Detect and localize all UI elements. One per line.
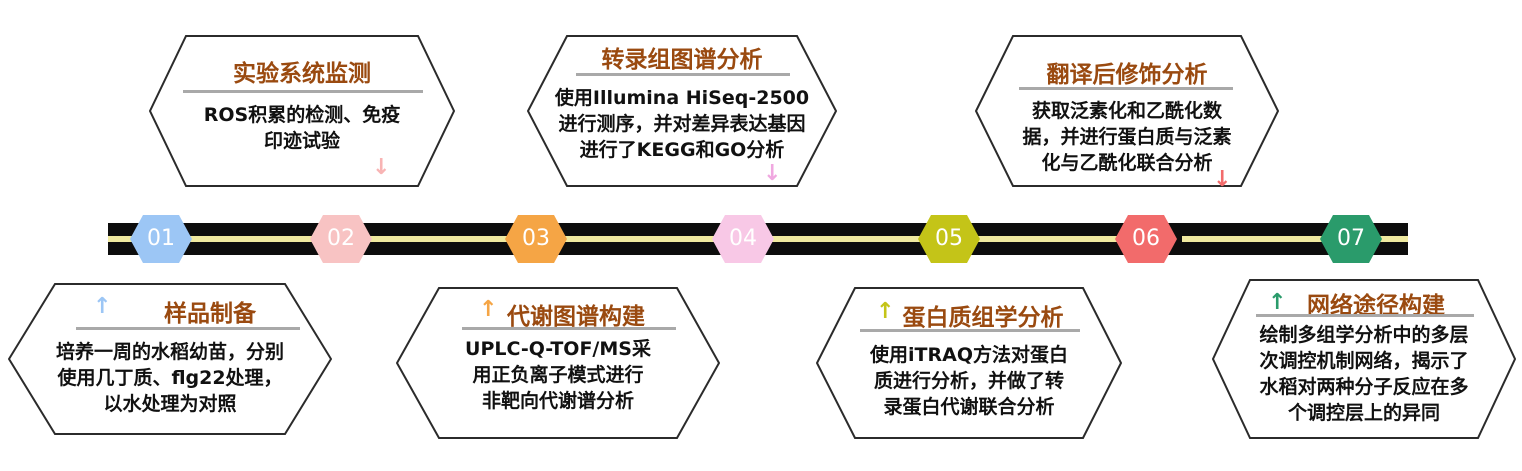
step-title: 样品制备 [164,301,256,327]
step-title: 代谢图谱构建 [507,304,645,330]
title-separator [860,329,1080,332]
step-node-04: 04 [711,214,775,264]
desc-line: 据，并进行蛋白质与泛素 [1022,126,1232,148]
arrow-down-icon: ↓ [372,155,391,180]
desc-line: 录蛋白代谢联合分析 [883,396,1055,418]
hexagon-shape [505,215,567,263]
step-description: 培养一周的水稻幼苗，分别 使用几丁质、flg22处理， 以水处理为对照 [38,339,302,417]
title-separator [1256,314,1474,317]
hexagon-shape [310,215,372,263]
desc-line: 使用几丁质、flg22处理， [57,367,283,389]
step-number: 04 [729,226,757,251]
desc-line: UPLC-Q-TOF/MS采 [465,338,651,360]
step-number: 01 [147,226,175,251]
hexagon-shape [1320,215,1382,263]
step-box-01: ↑ 样品制备 培养一周的水稻幼苗，分别 使用几丁质、flg22处理， 以水处理为… [8,283,332,435]
step-description: UPLC-Q-TOF/MS采 用正负离子模式进行 非靶向代谢谱分析 [438,336,678,414]
desc-line: 以水处理为对照 [103,393,237,415]
arrow-up-icon: ↑ [876,299,895,324]
desc-line: 水稻对两种分子反应在多 [1259,376,1469,398]
step-node-01: 01 [129,214,193,264]
step-node-06: 06 [1114,214,1178,264]
arrow-up-icon: ↑ [479,297,498,322]
desc-line: 绘制多组学分析中的多层 [1259,324,1469,346]
step-number: 05 [935,226,963,251]
step-number: 02 [327,226,355,251]
box-outline [149,35,455,187]
step-number: 06 [1132,226,1160,251]
desc-line: 使用Illumina HiSeq-2500 [554,87,810,109]
desc-line: 进行了KEGG和GO分析 [579,139,785,161]
title-separator [462,327,676,330]
desc-line: 非靶向代谢谱分析 [481,390,634,412]
arrow-up-icon: ↑ [93,294,112,319]
title-separator [76,327,300,330]
arrow-down-icon: ↓ [1213,167,1232,192]
step-description: 使用iTRAQ方法对蛋白 质进行分析，并做了转 录蛋白代谢联合分析 [849,342,1089,420]
title-separator [576,73,790,76]
hexagon-shape [1115,215,1177,263]
hexagon-shape [130,215,192,263]
step-description: 使用Illumina HiSeq-2500 进行测序，并对差异表达基因 进行了K… [537,85,827,163]
desc-line: 印迹试验 [263,130,340,152]
step-box-02: 实验系统监测 ROS积累的检测、免疫 印迹试验 ↓ [149,35,455,187]
step-number: 03 [522,226,550,251]
box-outline [975,35,1279,187]
desc-line: 化与乙酰化联合分析 [1041,152,1213,174]
step-number: 07 [1337,226,1365,251]
box-outline [816,287,1122,439]
step-description: ROS积累的检测、免疫 印迹试验 [172,102,432,154]
step-box-05: ↑ 蛋白质组学分析 使用iTRAQ方法对蛋白 质进行分析，并做了转 录蛋白代谢联… [816,287,1122,439]
step-box-04: 转录组图谱分析 使用Illumina HiSeq-2500 进行测序，并对差异表… [527,35,837,187]
step-box-07: ↑ 网络途径构建 绘制多组学分析中的多层 次调控机制网络，揭示了 水稻对两种分子… [1212,279,1516,439]
step-title: 实验系统监测 [233,61,371,87]
step-box-06: 翻译后修饰分析 获取泛素化和乙酰化数 据，并进行蛋白质与泛素 化与乙酰化联合分析… [975,35,1279,191]
desc-line: 获取泛素化和乙酰化数 [1031,100,1222,122]
box-outline [8,283,332,435]
desc-line: 个调控层上的异同 [1287,402,1440,424]
title-separator [1019,87,1233,90]
box-outline [1212,279,1516,439]
desc-line: ROS积累的检测、免疫 [203,104,401,126]
step-title: 转录组图谱分析 [601,47,763,73]
hexagon-shape [712,215,774,263]
step-description: 获取泛素化和乙酰化数 据，并进行蛋白质与泛素 化与乙酰化联合分析 [1002,98,1252,176]
arrow-down-icon: ↓ [763,161,782,186]
step-node-05: 05 [917,214,981,264]
step-node-07: 07 [1319,214,1383,264]
desc-line: 培养一周的水稻幼苗，分别 [55,341,284,363]
arrow-up-icon: ↑ [1268,290,1287,315]
title-separator [183,90,423,93]
desc-line: 使用iTRAQ方法对蛋白 [870,344,1068,366]
hexagon-shape [918,215,980,263]
desc-line: 进行测序，并对差异表达基因 [558,113,806,135]
desc-line: 质进行分析，并做了转 [873,370,1064,392]
desc-line: 用正负离子模式进行 [472,364,644,386]
step-box-03: ↑ 代谢图谱构建 UPLC-Q-TOF/MS采 用正负离子模式进行 非靶向代谢谱… [396,287,720,439]
step-description: 绘制多组学分析中的多层 次调控机制网络，揭示了 水稻对两种分子反应在多 个调控层… [1229,322,1499,426]
step-node-02: 02 [309,214,373,264]
step-node-03: 03 [504,214,568,264]
step-title: 蛋白质组学分析 [902,305,1064,331]
desc-line: 次调控机制网络，揭示了 [1259,350,1469,372]
step-title: 翻译后修饰分析 [1046,62,1208,88]
box-outline [396,287,720,439]
